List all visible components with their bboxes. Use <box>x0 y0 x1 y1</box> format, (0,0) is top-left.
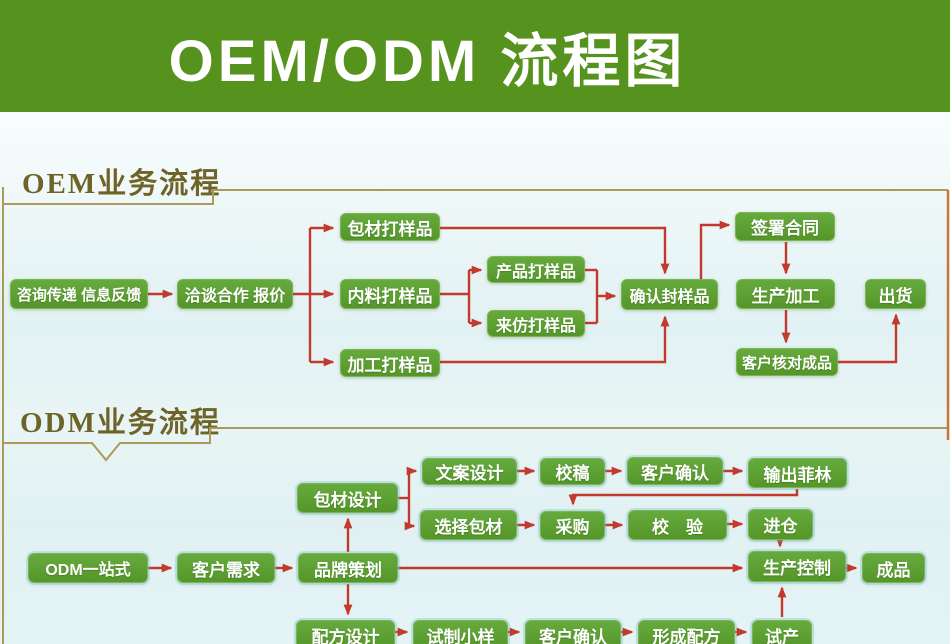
header-banner: OEM/ODM 流程图 <box>0 0 950 112</box>
node-odm-select-pack: 选择包材 <box>420 510 517 540</box>
node-odm-output-film: 输出菲林 <box>748 458 847 488</box>
node-odm-purchase: 采购 <box>540 511 605 540</box>
node-odm-trial-production: 试产 <box>752 620 812 644</box>
node-odm-formula-design: 配方设计 <box>296 620 395 644</box>
node-oem-imitation-sample: 来仿打样品 <box>487 310 585 337</box>
oem-section-heading: OEM业务流程 <box>22 168 222 200</box>
node-oem-consult: 咨询传递 信息反馈 <box>10 279 148 309</box>
node-oem-ship: 出货 <box>865 279 926 309</box>
oem-connector-lines <box>148 220 901 367</box>
node-oem-production: 生产加工 <box>736 279 835 309</box>
node-odm-customer-need: 客户需求 <box>177 553 275 583</box>
gold-frame <box>2 187 948 644</box>
node-odm-brand-planning: 品牌策划 <box>298 553 398 583</box>
page-title: OEM/ODM 流程图 <box>168 29 687 94</box>
node-odm-customer-confirm-2: 客户确认 <box>525 620 621 644</box>
node-odm-prod-control: 生产控制 <box>748 551 846 582</box>
node-odm-pack-design: 包材设计 <box>297 483 398 513</box>
node-oem-confirm-seal: 确认封样品 <box>621 279 718 310</box>
odm-connector-lines <box>148 466 858 637</box>
node-odm-form-formula: 形成配方 <box>638 620 735 644</box>
node-oem-inner-sample: 内料打样品 <box>340 279 440 309</box>
node-oem-pack-sample: 包材打样品 <box>340 213 440 241</box>
node-oem-sign-contract: 签署合同 <box>735 212 835 241</box>
node-odm-one-stop: ODM一站式 <box>28 553 148 583</box>
node-odm-finished: 成品 <box>862 553 925 583</box>
node-odm-verify: 校 验 <box>628 510 727 540</box>
node-oem-check-finished: 客户核对成品 <box>736 348 838 376</box>
node-odm-customer-confirm-1: 客户确认 <box>627 457 723 485</box>
node-oem-product-sample: 产品打样品 <box>487 256 585 283</box>
node-odm-trial-sample: 试制小样 <box>413 620 508 644</box>
node-odm-proofreading: 校稿 <box>540 458 605 485</box>
odm-section-heading: ODM业务流程 <box>20 407 221 439</box>
node-oem-negotiate: 洽谈合作 报价 <box>177 279 293 309</box>
node-odm-copy-design: 文案设计 <box>422 458 517 485</box>
node-oem-process-sample: 加工打样品 <box>340 349 440 377</box>
node-odm-warehouse: 进仓 <box>748 509 813 540</box>
